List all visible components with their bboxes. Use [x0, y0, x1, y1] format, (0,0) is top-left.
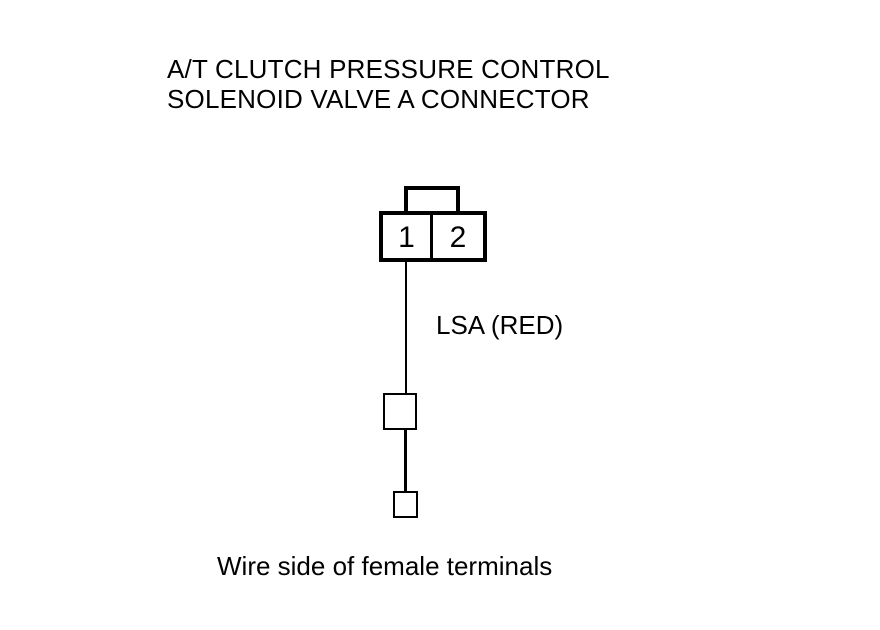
wire-segment-upper: [405, 258, 407, 394]
terminal-number-1: 1: [398, 220, 415, 254]
diagram-caption: Wire side of female terminals: [217, 551, 553, 581]
wire-label: LSA (RED): [436, 310, 564, 340]
page-title-line-1: A/T CLUTCH PRESSURE CONTROL: [167, 54, 610, 84]
terminal-cavity-2: 2: [433, 215, 483, 258]
terminal-cavity-1: 1: [383, 215, 433, 258]
wire-segment-lower: [404, 429, 407, 492]
terminal-number-2: 2: [449, 220, 467, 254]
wire-block-small: [393, 491, 418, 518]
page-title-line-2: SOLENOID VALVE A CONNECTOR: [167, 84, 590, 114]
wire-block-large: [383, 393, 417, 430]
page-title: A/T CLUTCH PRESSURE CONTROL SOLENOID VAL…: [167, 54, 727, 114]
connector-locking-tab: [404, 186, 460, 213]
connector-shell: 1 2: [379, 211, 487, 262]
connector-symbol: 1 2: [379, 186, 489, 262]
